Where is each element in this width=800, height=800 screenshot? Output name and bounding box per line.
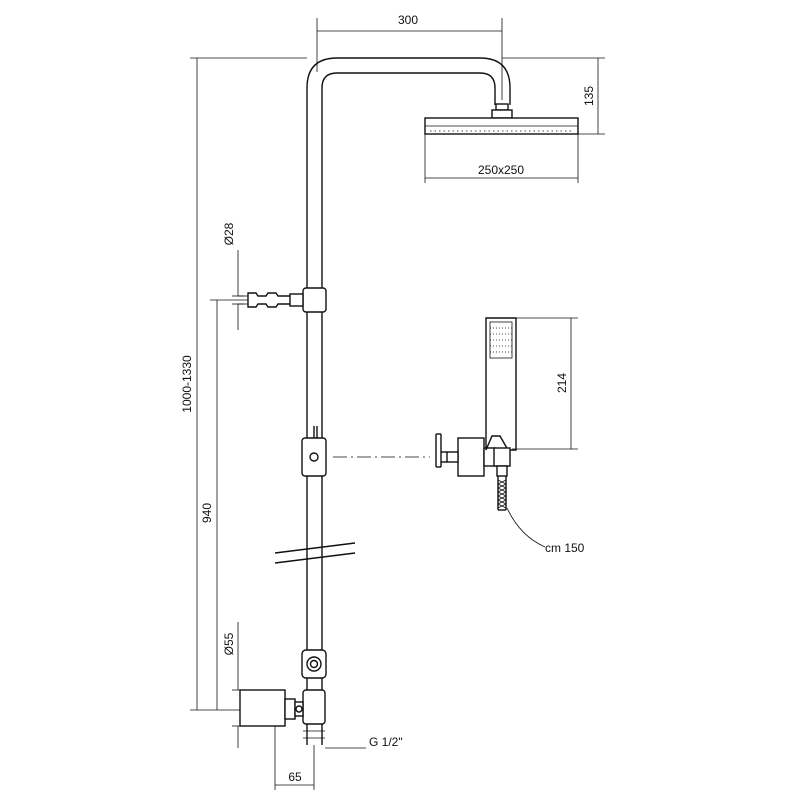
dim-hand-shower-length: 214 bbox=[512, 317, 578, 450]
break-marks bbox=[274, 542, 356, 564]
dim-total-height-label: 1000-1330 bbox=[180, 355, 194, 413]
dim-inlet-thread-label: G 1/2" bbox=[369, 735, 403, 749]
dim-lower-height-label: 940 bbox=[200, 503, 214, 523]
dim-valve-diameter-label: Ø55 bbox=[222, 632, 236, 655]
dim-wall-offset: 65 bbox=[274, 726, 315, 790]
dim-arm-width: 300 bbox=[316, 13, 503, 100]
diverter bbox=[301, 649, 327, 679]
riser-pipe bbox=[306, 57, 511, 690]
dim-total-height: 1000-1330 bbox=[180, 57, 307, 711]
hose bbox=[497, 476, 507, 511]
dim-arm-width-label: 300 bbox=[398, 13, 418, 27]
dim-inlet-thread: G 1/2" bbox=[325, 735, 403, 749]
head-shower bbox=[424, 103, 579, 135]
upper-outlet bbox=[238, 287, 327, 313]
nozzle-grid bbox=[490, 327, 512, 353]
dim-valve-diameter: Ø55 bbox=[222, 622, 244, 748]
dim-hose-length: cm 150 bbox=[506, 507, 585, 555]
dim-outlet-diameter: Ø28 bbox=[222, 222, 244, 330]
mixer-valve bbox=[239, 689, 326, 745]
dim-head-drop: 135 bbox=[502, 57, 605, 135]
hand-shower bbox=[333, 317, 517, 477]
dim-head-size-label: 250x250 bbox=[478, 163, 524, 177]
dim-head-drop-label: 135 bbox=[582, 86, 596, 106]
dim-hose-length-label: cm 150 bbox=[545, 541, 585, 555]
dim-head-size: 250x250 bbox=[424, 134, 579, 183]
dim-lower-height: 940 bbox=[200, 299, 248, 710]
dim-hand-shower-length-label: 214 bbox=[555, 373, 569, 393]
dim-outlet-diameter-label: Ø28 bbox=[222, 222, 236, 245]
dim-wall-offset-label: 65 bbox=[288, 770, 302, 784]
slider-bracket bbox=[301, 426, 327, 477]
